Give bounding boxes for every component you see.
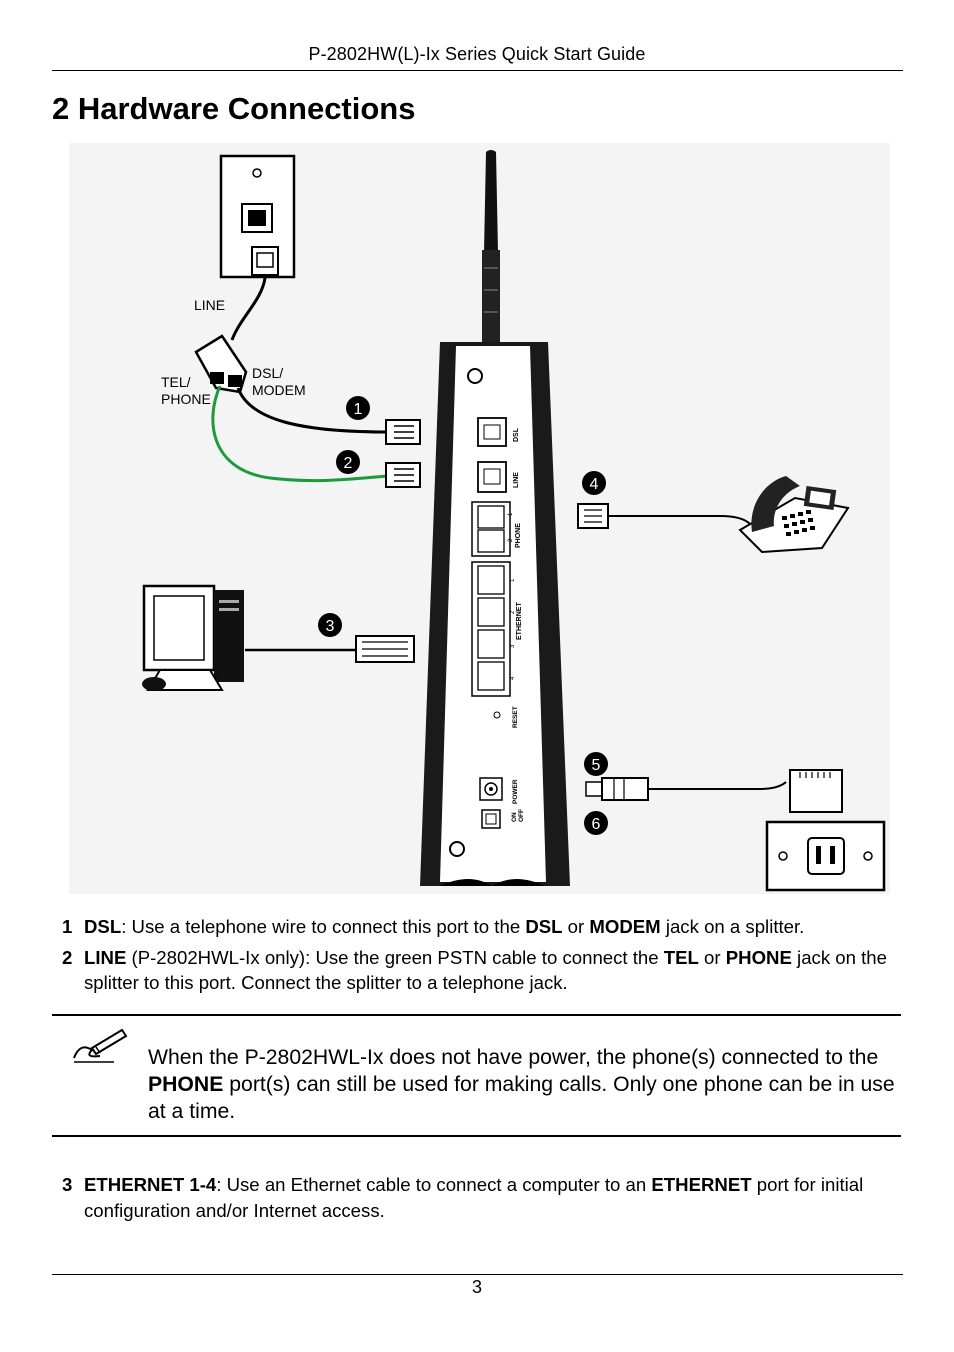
body-text: (P-2802HWL-Ix only): Use the green PSTN … <box>126 946 664 968</box>
svg-text:4: 4 <box>590 476 599 493</box>
computer-icon <box>142 584 244 691</box>
steps-list-continued: 3 ETHERNET 1-4: Use an Ethernet cable to … <box>62 1172 902 1228</box>
emphasis-text: ETHERNET 1-4 <box>84 1174 217 1195</box>
ethernet-port-1 <box>477 565 505 595</box>
port-label-phone: PHONE <box>515 523 522 548</box>
step-number: 3 <box>62 1174 73 1195</box>
step-number: 2 <box>62 946 73 968</box>
ethernet-port-4 <box>477 661 505 691</box>
power-switch <box>481 809 501 829</box>
body-text: port(s) can still be used for making cal… <box>148 1073 895 1123</box>
reset-button <box>493 711 501 719</box>
svg-text:2: 2 <box>344 455 353 472</box>
antenna-icon <box>482 150 500 342</box>
callout-3: 3 <box>318 613 342 637</box>
ethernet-cable-plug-icon <box>355 635 415 663</box>
step-text: DSL: Use a telephone wire to connect thi… <box>84 914 902 940</box>
footer-rule <box>52 1274 903 1275</box>
emphasis-text: PHONE <box>725 946 792 968</box>
step-text: ETHERNET 1-4: Use an Ethernet cable to c… <box>84 1172 902 1223</box>
dsl-port <box>477 417 507 447</box>
switch-label-off: OFF <box>518 809 525 822</box>
header-rule <box>52 70 903 71</box>
splitter-label-dsl: DSL/ <box>252 365 283 381</box>
dsl-cable-plug-icon <box>385 419 421 445</box>
connection-diagram: LINE TEL/ PHONE DSL/ MODEM <box>69 143 890 894</box>
svg-text:3: 3 <box>326 618 335 635</box>
body-text: jack on a splitter. <box>660 916 805 937</box>
page-number: 3 <box>471 1277 482 1297</box>
phone-cable-plug-icon <box>577 503 609 529</box>
port-label-line: LINE <box>513 472 520 488</box>
callout-1: 1 <box>346 396 370 420</box>
phone-port-2 <box>477 529 505 553</box>
note-box: When the P-2802HWL-Ix does not have powe… <box>52 1014 901 1137</box>
splitter-label-phone: PHONE <box>161 391 211 407</box>
switch-label-on: ON <box>511 812 518 822</box>
step-item: 1 DSL: Use a telephone wire to connect th… <box>62 914 902 940</box>
power-plug-icon <box>585 777 649 801</box>
running-header: P-2802HW(L)-Ix Series Quick Start Guide <box>308 44 646 64</box>
splitter-label-tel: TEL/ <box>161 374 191 390</box>
ethernet-port-num-3: 3 <box>510 644 516 648</box>
svg-text:6: 6 <box>592 816 601 833</box>
steps-list: 1 DSL: Use a telephone wire to connect th… <box>62 914 902 1001</box>
emphasis-text: DSL <box>84 916 122 937</box>
body-text: : Use a telephone wire to connect this p… <box>121 916 526 937</box>
svg-text:5: 5 <box>592 757 601 774</box>
body-text: When the P-2802HWL-Ix does not have powe… <box>148 1046 879 1069</box>
port-label-dsl: DSL <box>513 427 520 442</box>
emphasis-text: ETHERNET <box>651 1174 752 1195</box>
ethernet-port-num-1: 1 <box>510 578 516 582</box>
ethernet-port-num-2: 2 <box>510 610 516 614</box>
body-text: : Use an Ethernet cable to connect a com… <box>216 1174 652 1195</box>
power-adapter-icon <box>789 769 843 813</box>
callout-4: 4 <box>582 471 606 495</box>
phone-port-1 <box>477 505 505 529</box>
emphasis-text: TEL <box>663 946 699 968</box>
line-cable-plug-icon <box>385 462 421 488</box>
emphasis-text: DSL <box>525 916 563 937</box>
emphasis-text: MODEM <box>589 916 661 937</box>
step-item: 3 ETHERNET 1-4: Use an Ethernet cable to … <box>62 1172 902 1223</box>
body-text: or <box>562 916 590 937</box>
body-text: jack on the splitter to this port. Conne… <box>84 946 887 994</box>
hardware-connection-figure: LINE TEL/ PHONE DSL/ MODEM <box>69 143 890 894</box>
wall-jack-icon <box>219 154 296 279</box>
callout-6: 6 <box>584 811 608 835</box>
port-label-reset: RESET <box>512 706 519 728</box>
step-text: LINE (P-2802HWL-Ix only): Use the green … <box>84 945 902 996</box>
port-label-power: POWER <box>512 779 519 804</box>
svg-text:1: 1 <box>354 401 363 418</box>
ethernet-port-2 <box>477 597 505 627</box>
step-number: 1 <box>62 916 73 937</box>
note-text: When the P-2802HWL-Ix does not have powe… <box>148 1044 908 1125</box>
telephone-icon <box>738 476 850 554</box>
step-item: 2 LINE (P-2802HWL-Ix only): Use the green… <box>62 945 902 996</box>
body-text: port for initial configuration and/or In… <box>84 1174 864 1221</box>
callout-5: 5 <box>584 752 608 776</box>
phone-port-num-1: 1 <box>508 512 514 516</box>
splitter-label-modem: MODEM <box>252 382 306 398</box>
emphasis-text: LINE <box>84 946 127 968</box>
ethernet-port-num-4: 4 <box>510 676 516 680</box>
wall-power-outlet-icon <box>765 820 886 892</box>
phone-port-num-2: 2 <box>508 538 514 542</box>
ethernet-port-3 <box>477 629 505 659</box>
note-pen-icon <box>73 1028 128 1063</box>
splitter-label-line: LINE <box>194 297 225 313</box>
splitter-icon <box>194 334 248 394</box>
port-label-ethernet: ETHERNET <box>516 602 523 640</box>
page-title: 2 Hardware Connections <box>52 91 416 126</box>
emphasis-text: PHONE <box>148 1073 224 1096</box>
body-text: or <box>698 946 726 968</box>
callout-2: 2 <box>336 450 360 474</box>
line-port <box>477 461 507 493</box>
